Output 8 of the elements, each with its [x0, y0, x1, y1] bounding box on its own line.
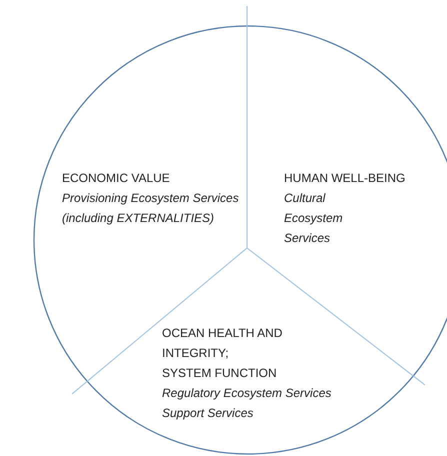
- sector-heading: OCEAN HEALTH AND INTEGRITY;: [162, 325, 284, 362]
- sector-description: Cultural Ecosystem Services: [284, 190, 344, 247]
- sector-description: Support Services: [162, 405, 254, 422]
- sector-description: Provisioning Ecosystem Services (including EXTERNALITIES): [62, 190, 240, 227]
- sector-description: Regulatory Ecosystem Services: [162, 385, 332, 402]
- sector-heading: ECONOMIC VALUE: [62, 170, 171, 187]
- sector-heading: SYSTEM FUNCTION: [162, 365, 278, 382]
- sector-heading: HUMAN WELL-BEING: [284, 170, 406, 187]
